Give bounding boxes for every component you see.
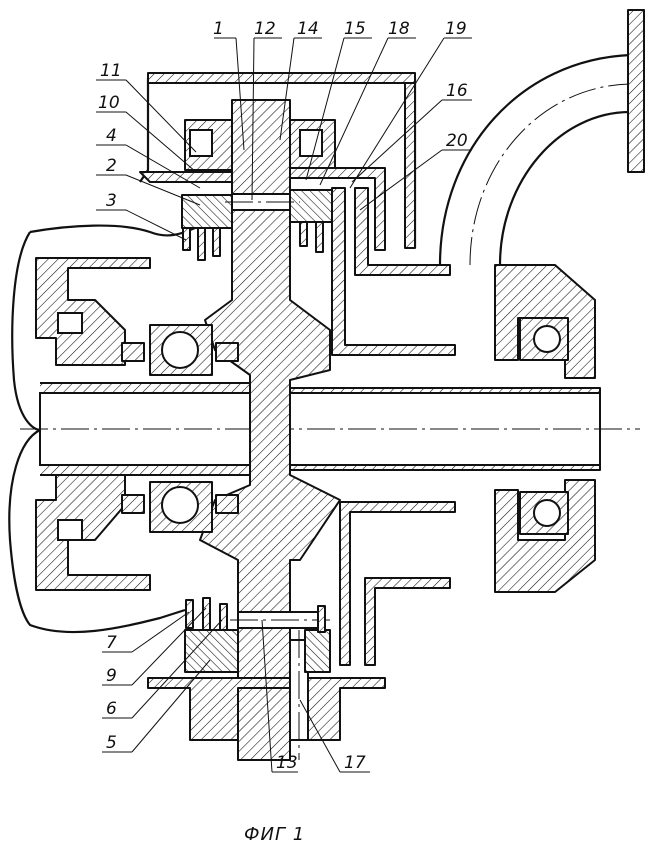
left-bearing-lower [150,482,212,532]
callout-2: 2 [106,156,117,176]
plate-10 [140,172,232,182]
top-cover-wall [148,73,415,83]
callout-19: 19 [445,19,467,39]
pipe-flange [628,10,644,172]
callout-20: 20 [446,131,468,151]
pipe-elbow-centerline [470,84,630,265]
callout-17: 17 [344,753,366,773]
ring-11-slot [190,130,212,156]
cup-20-inner [355,188,450,275]
right-bearing-lower [520,492,568,534]
callout-11: 11 [100,61,122,81]
left-housing-lower-slot [58,520,82,540]
left-housing-lower [36,470,150,590]
callout-12: 12 [254,19,276,39]
callout-10: 10 [98,93,120,113]
right-bearing-upper [520,318,568,360]
spring-block-lower-right [305,630,330,672]
callout-5: 5 [106,733,117,753]
callout-6: 6 [106,699,117,719]
spring-block-left [182,195,232,228]
callout-3: 3 [106,191,117,211]
top-cover-right-wall [405,83,415,248]
callout-1: 1 [213,19,224,39]
pipe-elbow-inner [500,112,630,265]
callout-13: 13 [276,753,298,773]
callout-14: 14 [297,19,319,39]
left-bearing-upper [150,325,212,375]
callout-4: 4 [106,126,117,146]
figure-caption: ФИГ 1 [244,824,305,845]
callout-15: 15 [344,19,366,39]
callout-7: 7 [106,633,117,653]
cup-lower-inner [365,578,450,665]
left-housing-upper-slot [58,313,82,333]
callout-16: 16 [446,81,468,101]
callout-9: 9 [106,666,117,686]
callout-18: 18 [388,19,410,39]
